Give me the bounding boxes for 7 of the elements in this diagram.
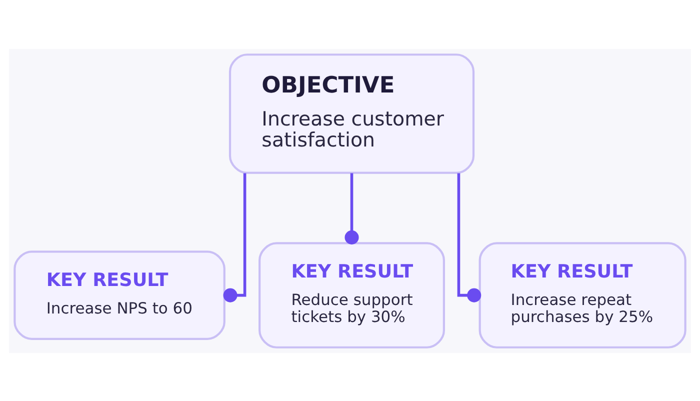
- node-box: KEY RESULT Increase repeat purchases by 25%: [478, 242, 686, 348]
- node-box: KEY RESULT Reduce support tickets by 30%: [258, 242, 445, 348]
- connector: [457, 172, 482, 302]
- connector: [223, 172, 246, 302]
- node-box: OBJECTIVE Increase customer satisfaction: [228, 53, 475, 174]
- node-box: KEY RESULT Increase NPS to 60: [14, 250, 226, 340]
- connector: [344, 172, 359, 244]
